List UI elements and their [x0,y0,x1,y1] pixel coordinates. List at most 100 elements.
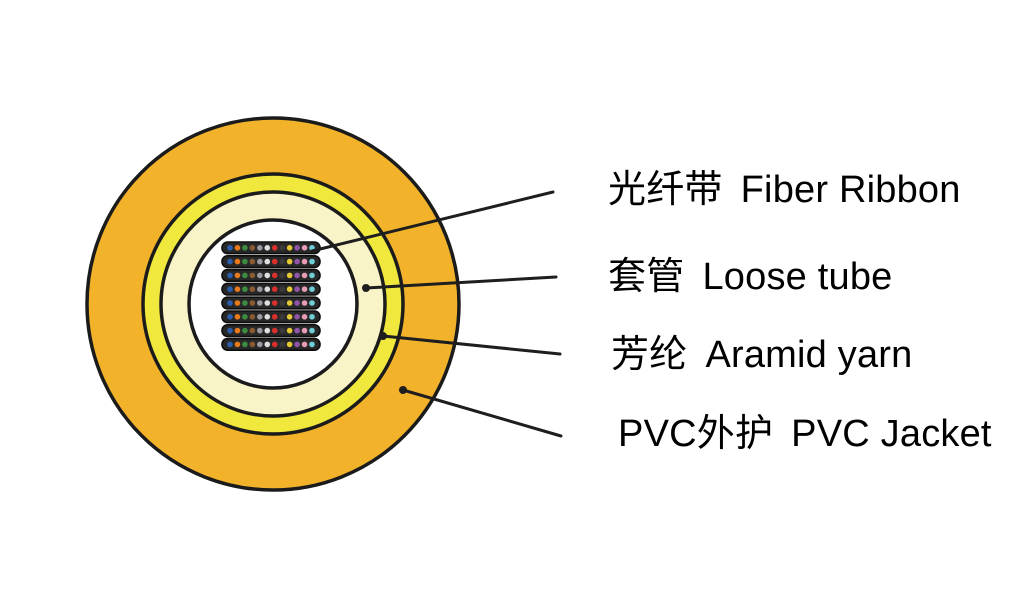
fiber-dot [271,314,278,320]
fiber-dot [264,272,271,279]
fiber-dot [294,272,300,279]
fiber-dot [286,341,293,348]
fiber-dot [242,258,248,265]
fiber-dot [271,300,278,306]
fiber-ribbon-bar [221,323,321,338]
fiber-dot [242,314,248,320]
fiber-dot [264,341,271,348]
fiber-dot [301,258,308,265]
label-aramid-yarn: 芳纶 Aramid yarn [568,298,912,412]
fiber-dot [234,258,241,265]
leader-line-pvc-jacket [401,388,563,438]
fiber-dot [301,286,308,293]
fiber-dot [271,258,278,265]
fiber-dot [294,327,300,334]
fiber-dot [271,245,278,251]
fiber-dot [279,245,285,251]
fiber-dot [301,300,308,306]
fiber-dot [271,286,278,293]
fiber-dot [257,286,263,293]
fiber-dot [309,286,315,293]
fiber-dot [264,314,271,320]
fiber-dot [286,286,293,293]
fiber-dot [227,300,233,306]
fiber-dot [242,272,248,279]
fiber-ribbon-bar [221,296,321,310]
fiber-dot [294,300,300,306]
fiber-dot [227,272,233,279]
fiber-dot [249,300,256,306]
fiber-dot [301,314,308,320]
fiber-dot [234,300,241,306]
fiber-dot [286,272,293,279]
fiber-dot [286,258,293,265]
fiber-dot [279,341,285,348]
leader-dot-loose-tube [362,284,370,292]
fiber-dot [301,341,308,348]
fiber-dot [294,258,300,265]
fiber-dot [279,286,285,293]
fiber-dot [264,327,271,334]
leader-dot-pvc-jacket [399,386,407,394]
fiber-ribbon-bar [221,310,321,324]
fiber-dot [227,327,233,334]
fiber-dot [257,314,263,320]
label-aramid-yarn-zh: 芳纶 [611,334,688,376]
fiber-dot [309,258,315,265]
fiber-dot [234,286,241,293]
label-fiber-ribbon-zh: 光纤带 [608,169,723,211]
fiber-dot [242,341,248,348]
fiber-dot [309,341,315,348]
fiber-dot [249,245,256,251]
fiber-ribbon-bar [221,282,321,296]
fiber-dot [264,245,271,251]
fiber-dot [227,286,233,293]
fiber-dot [249,286,256,293]
label-aramid-yarn-en: Aramid yarn [705,334,913,376]
fiber-dot [227,314,233,320]
fiber-dot [257,300,263,306]
label-loose-tube-zh: 套管 [608,256,685,298]
label-loose-tube: 套管 Loose tube [565,220,893,334]
fiber-dot [271,341,278,348]
fiber-dot [242,300,248,306]
fiber-dot [301,245,308,251]
fiber-dot [279,258,285,265]
fiber-dot [227,245,233,251]
fiber-dot [249,272,256,279]
fiber-dot [249,258,256,265]
fiber-dot [242,286,248,293]
fiber-dot [286,314,293,320]
fiber-dot [279,272,285,279]
fiber-ribbon-bar [221,337,321,352]
fiber-dot [227,258,233,265]
fiber-dot [257,245,263,251]
fiber-dot [309,327,315,334]
fiber-dot [279,314,285,320]
fiber-dot [286,245,293,251]
fiber-dot [234,314,241,320]
fiber-dot [249,341,256,348]
fiber-dot [309,272,315,279]
leader-line-loose-tube [364,275,558,290]
fiber-dot [309,300,315,306]
label-loose-tube-en: Loose tube [702,256,893,298]
fiber-dot [257,341,263,348]
leader-line-fiber-ribbon [310,190,555,253]
leader-line-aramid-yarn [381,334,562,356]
fiber-dot [234,327,241,334]
fiber-dot [294,314,300,320]
fiber-dot [264,286,271,293]
fiber-dot [271,327,278,334]
fiber-dot [257,272,263,279]
fiber-dot [301,272,308,279]
fiber-dot [242,245,248,251]
fiber-dot [286,327,293,334]
fiber-dot [249,314,256,320]
fiber-dot [242,327,248,334]
label-pvc-jacket-en: PVC Jacket [791,413,992,455]
